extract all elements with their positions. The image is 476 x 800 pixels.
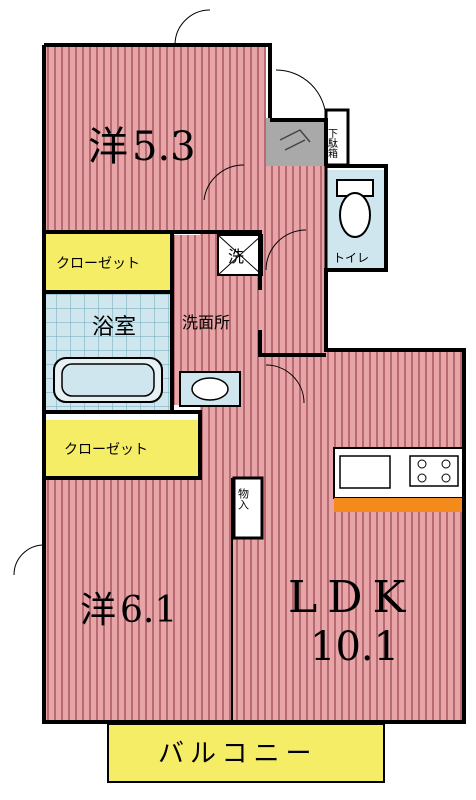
- stove-icon: [409, 455, 459, 487]
- storage: [232, 476, 264, 540]
- walls: [42, 43, 466, 724]
- floor-hall: [260, 165, 325, 355]
- room-label-western-1: 洋: [88, 124, 128, 170]
- entrance: [266, 45, 326, 120]
- room-size-western-2: 6.1: [120, 590, 177, 631]
- washroom-label: 洗面所: [182, 313, 230, 332]
- closet-upper: [44, 234, 172, 290]
- room-size-ldk: 10.1: [310, 624, 399, 670]
- bath-label: 浴室: [92, 315, 136, 340]
- floor-western-2: [44, 478, 234, 722]
- room-size-western-1: 5.3: [132, 124, 196, 170]
- closet-label-lower: クローゼット: [64, 442, 148, 458]
- room-label-ldk: LDK: [288, 572, 415, 623]
- laundry-pan-label: 洗: [228, 247, 244, 266]
- closet-label-upper: クローゼット: [56, 256, 140, 272]
- stair-icon: [266, 118, 326, 166]
- bathtub-icon: [53, 357, 163, 403]
- toilet-label: トイレ: [333, 251, 369, 265]
- storage-label: 物入: [237, 487, 250, 510]
- door-swing-icon: [13, 9, 327, 576]
- sink-icon: [179, 371, 241, 407]
- balcony-label: バルコニー: [158, 739, 317, 769]
- balcony: [107, 723, 385, 783]
- toilet-icon: [336, 179, 374, 238]
- kitchen-sink: [339, 455, 391, 489]
- room-label-western-2: 洋: [80, 590, 116, 631]
- shoe-box-label: 下駄箱: [326, 128, 338, 159]
- closet-lower: [44, 420, 200, 478]
- counter-accent: [334, 498, 464, 512]
